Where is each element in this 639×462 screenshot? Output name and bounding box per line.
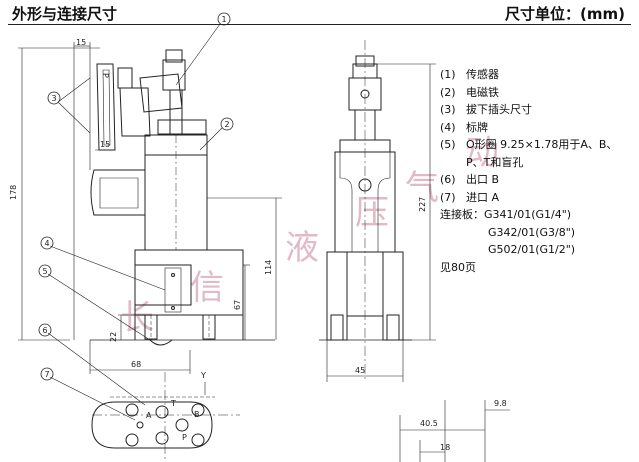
dim-15-top: 15 — [76, 38, 86, 47]
callout-4: 4 — [44, 239, 49, 248]
callout-6: 6 — [42, 326, 47, 335]
dim-18: 18 — [440, 443, 450, 452]
dim-227: 227 — [418, 197, 427, 212]
dim-40-5: 40.5 — [420, 419, 438, 428]
front-view — [18, 23, 282, 421]
watermark-char: 气 — [405, 168, 439, 208]
legend-item: (7)进口 A — [440, 190, 500, 204]
callout-1: 1 — [221, 15, 226, 24]
watermark-char: 液 — [285, 228, 319, 268]
header-bar: 外形与连接尺寸 尺寸单位：(mm) — [0, 0, 639, 26]
legend-item: (1)传感器 — [440, 68, 499, 81]
sensor-port-label: P — [101, 73, 110, 78]
watermark-char: 压 — [355, 193, 389, 233]
dim-114: 114 — [264, 260, 273, 275]
legend-item: (6)出口 B — [440, 173, 500, 186]
subplate-label: 连接板：G341/01(G1/4") — [440, 208, 572, 221]
port-label-y: Y — [200, 371, 206, 380]
watermark-char: 动 — [465, 133, 499, 173]
legend-item: (3)拔下插头尺寸 — [440, 103, 532, 116]
watermark: 长 信 液 压 气 动 — [120, 125, 520, 365]
legend-item: P、T和盲孔 — [466, 155, 524, 169]
port-label-a: A — [146, 411, 152, 420]
callout-5: 5 — [42, 267, 47, 276]
dim-68: 68 — [131, 360, 141, 369]
page-title: 外形与连接尺寸 — [12, 5, 118, 23]
callout-2: 2 — [224, 120, 229, 129]
port-dimension-detail — [399, 400, 510, 462]
dim-9-8: 9.8 — [494, 399, 507, 408]
callout-7: 7 — [44, 370, 49, 379]
see-page-ref: 见80页 — [440, 260, 476, 274]
bottom-view — [91, 372, 240, 462]
dim-22: 22 — [109, 332, 118, 342]
side-view — [319, 40, 436, 382]
subplate-item: G502/01(G1/2") — [488, 243, 576, 256]
legend-item: (4)标牌 — [440, 120, 488, 134]
watermark-char: 信 — [190, 268, 224, 308]
subplate-item: G341/01(G1/4") — [484, 208, 572, 221]
subplate-item: G342/01(G3/8") — [488, 225, 576, 239]
legend-item: (5)O形圈 9.25×1.78用于A、B、 — [440, 138, 618, 151]
port-label-t: T — [170, 399, 176, 408]
legend-item: (2)电磁铁 — [440, 85, 499, 99]
port-label-b: B — [194, 410, 200, 419]
callout-3: 3 — [51, 94, 56, 103]
header-divider — [8, 24, 631, 25]
callout-circles — [38, 12, 234, 381]
dim-178: 178 — [9, 185, 18, 200]
dim-15-side: 15 — [100, 140, 110, 149]
dim-45: 45 — [355, 366, 365, 375]
parts-legend: (1)传感器 (2)电磁铁 (3)拔下插头尺寸 (4)标牌 (5)O形圈 9.2… — [440, 66, 617, 276]
dim-67: 67 — [233, 300, 242, 310]
port-label-p: P — [182, 433, 187, 442]
unit-label: 尺寸单位：(mm) — [505, 5, 625, 23]
